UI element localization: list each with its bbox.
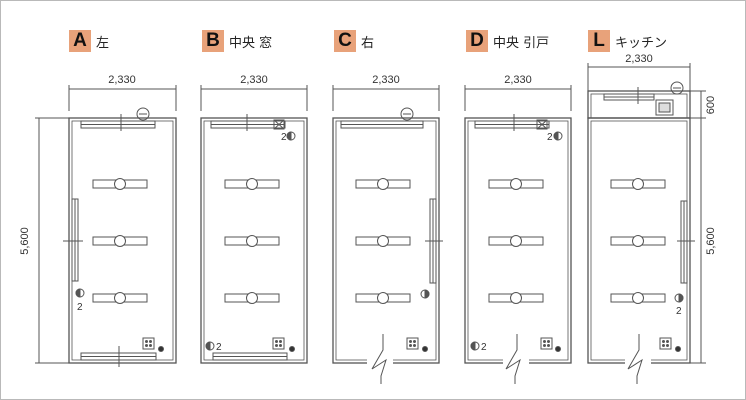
plan-b-label: 中央 窓: [229, 35, 273, 51]
plan-l-title: L キッチン: [588, 30, 667, 52]
plan-l-width-dimension: 2,330: [625, 53, 653, 65]
plan-a-height-dimension: 5,600: [19, 227, 31, 255]
plan-b-outlet-count-bottom: 2: [216, 342, 222, 353]
plan-l-outlet-count: 2: [676, 306, 682, 317]
plan-d-outlet-count-bottom: 2: [481, 342, 487, 353]
plan-l: [587, 63, 706, 384]
plan-b: [200, 85, 308, 364]
plan-a-title: A 左: [69, 30, 109, 52]
plan-l-label: キッチン: [615, 35, 668, 51]
plan-b-title: B 中央 窓: [202, 30, 272, 52]
plan-a-badge: A: [69, 30, 91, 52]
plan-c-label: 右: [361, 35, 375, 51]
plan-l-height-dimension: 5,600: [705, 227, 717, 255]
plan-b-width-dimension: 2,330: [240, 74, 268, 86]
plan-a: [35, 85, 177, 367]
plan-l-badge: L: [588, 30, 610, 52]
plan-d: [464, 85, 572, 384]
plan-c-title: C 右: [334, 30, 374, 52]
plan-c-badge: C: [334, 30, 356, 52]
plan-a-label: 左: [96, 35, 110, 51]
plan-c: [332, 85, 443, 384]
plan-d-label: 中央 引戸: [493, 35, 550, 51]
plan-l-kitchen-depth-dimension: 600: [705, 96, 717, 114]
plan-d-width-dimension: 2,330: [504, 74, 532, 86]
plan-a-outlet-count: 2: [77, 302, 83, 313]
plan-d-badge: D: [466, 30, 488, 52]
plan-b-badge: B: [202, 30, 224, 52]
plan-a-width-dimension: 2,330: [108, 74, 136, 86]
plan-b-outlet-count-top: 2: [281, 132, 287, 143]
plan-c-width-dimension: 2,330: [372, 74, 400, 86]
plan-d-outlet-count-top: 2: [547, 132, 553, 143]
plan-d-title: D 中央 引戸: [466, 30, 549, 52]
